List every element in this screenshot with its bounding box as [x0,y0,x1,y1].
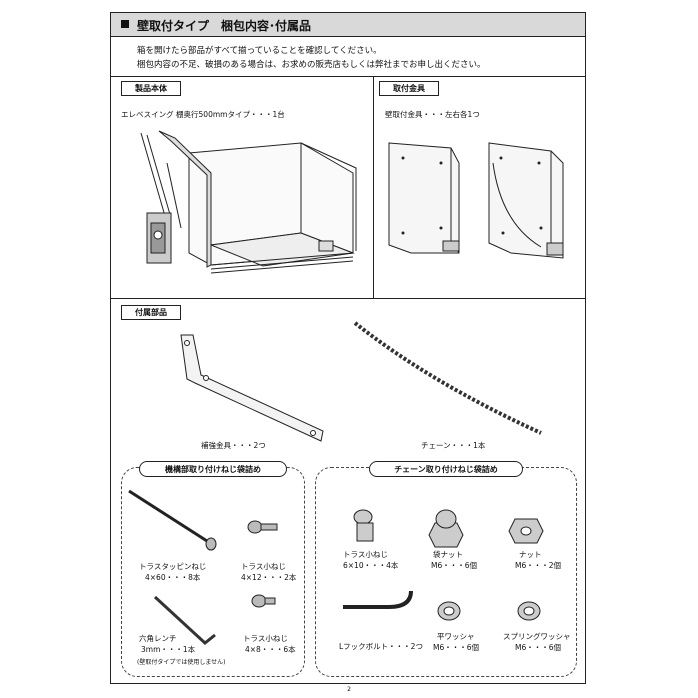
truss8-name: トラス小ねじ [243,634,288,643]
capnut-spec: M6・・・6個 [431,561,478,570]
title-bar: 壁取付タイプ 梱包内容･付属品 [111,13,585,37]
divider [111,76,585,77]
chain-bag-title: チェーン取り付けねじ袋詰め [369,461,523,477]
page-title: 壁取付タイプ 梱包内容･付属品 [137,19,312,33]
wall-bracket-drawing [388,142,564,259]
tapping-screw-name: トラスタッピンねじ [139,562,207,571]
section-tag-accessories: 付属部品 [121,305,181,320]
divider [111,298,585,299]
chain-truss-name: トラス小ねじ [343,550,388,559]
truss12-spec: 4×12・・・2本 [241,573,297,582]
page-frame: 壁取付タイプ 梱包内容･付属品 箱を開けたら部品がすべて揃っていることを確認して… [110,12,586,684]
page-number: 2 [347,686,351,693]
hex-wrench-icon [153,595,216,645]
lbolt-name: Lフックボルト・・・2つ [339,642,423,651]
wrench-name: 六角レンチ [139,634,177,643]
product-caption: エレベスイング 棚奥行500mmタイプ・・・1台 [121,110,285,119]
reinforce-bracket-drawing [180,334,324,442]
tapping-screw-spec: 4×60・・・8本 [145,573,201,582]
wrench-note: (壁取付タイプでは使用しません) [137,659,226,666]
washer-name: 平ワッシャ [437,632,475,641]
truss12-name: トラス小ねじ [241,562,286,571]
bracket-caption: 壁取付金具・・・左右各1つ [385,110,480,119]
mechanism-bag-title: 機構部取り付けねじ袋詰め [139,461,287,477]
chain-bag-parts-icons [343,509,544,621]
section-tag-product: 製品本体 [121,81,181,96]
square-bullet-icon [121,20,129,28]
washer-spec: M6・・・6個 [433,643,480,652]
notice-line-1: 箱を開けたら部品がすべて揃っていることを確認してください。 [137,46,382,56]
reinforce-caption: 補強金具・・・2つ [201,441,266,450]
nut-name: ナット [519,550,542,559]
section-tag-bracket: 取付金具 [379,81,439,96]
chain-drawing [353,321,542,435]
capnut-name: 袋ナット [433,550,463,559]
spring-washer-name: スプリングワッシャ [503,632,571,641]
elevator-shelf-drawing [140,130,357,274]
wrench-spec: 3mm・・・1本 [141,645,196,654]
truss-screw-icon [247,520,278,534]
chain-caption: チェーン・・・1本 [421,441,486,450]
truss8-spec: 4×8・・・6本 [245,645,296,654]
divider [373,76,374,298]
tapping-screw-icon [128,489,217,551]
chain-truss-spec: 6×10・・・4本 [343,561,399,570]
notice-line-2: 梱包内容の不足、破損のある場合は、お求めの販売店もしくは弊社までお申し出ください… [137,60,486,70]
truss-screw-icon [251,594,276,608]
spring-washer-spec: M6・・・6個 [515,643,562,652]
nut-spec: M6・・・2個 [515,561,562,570]
